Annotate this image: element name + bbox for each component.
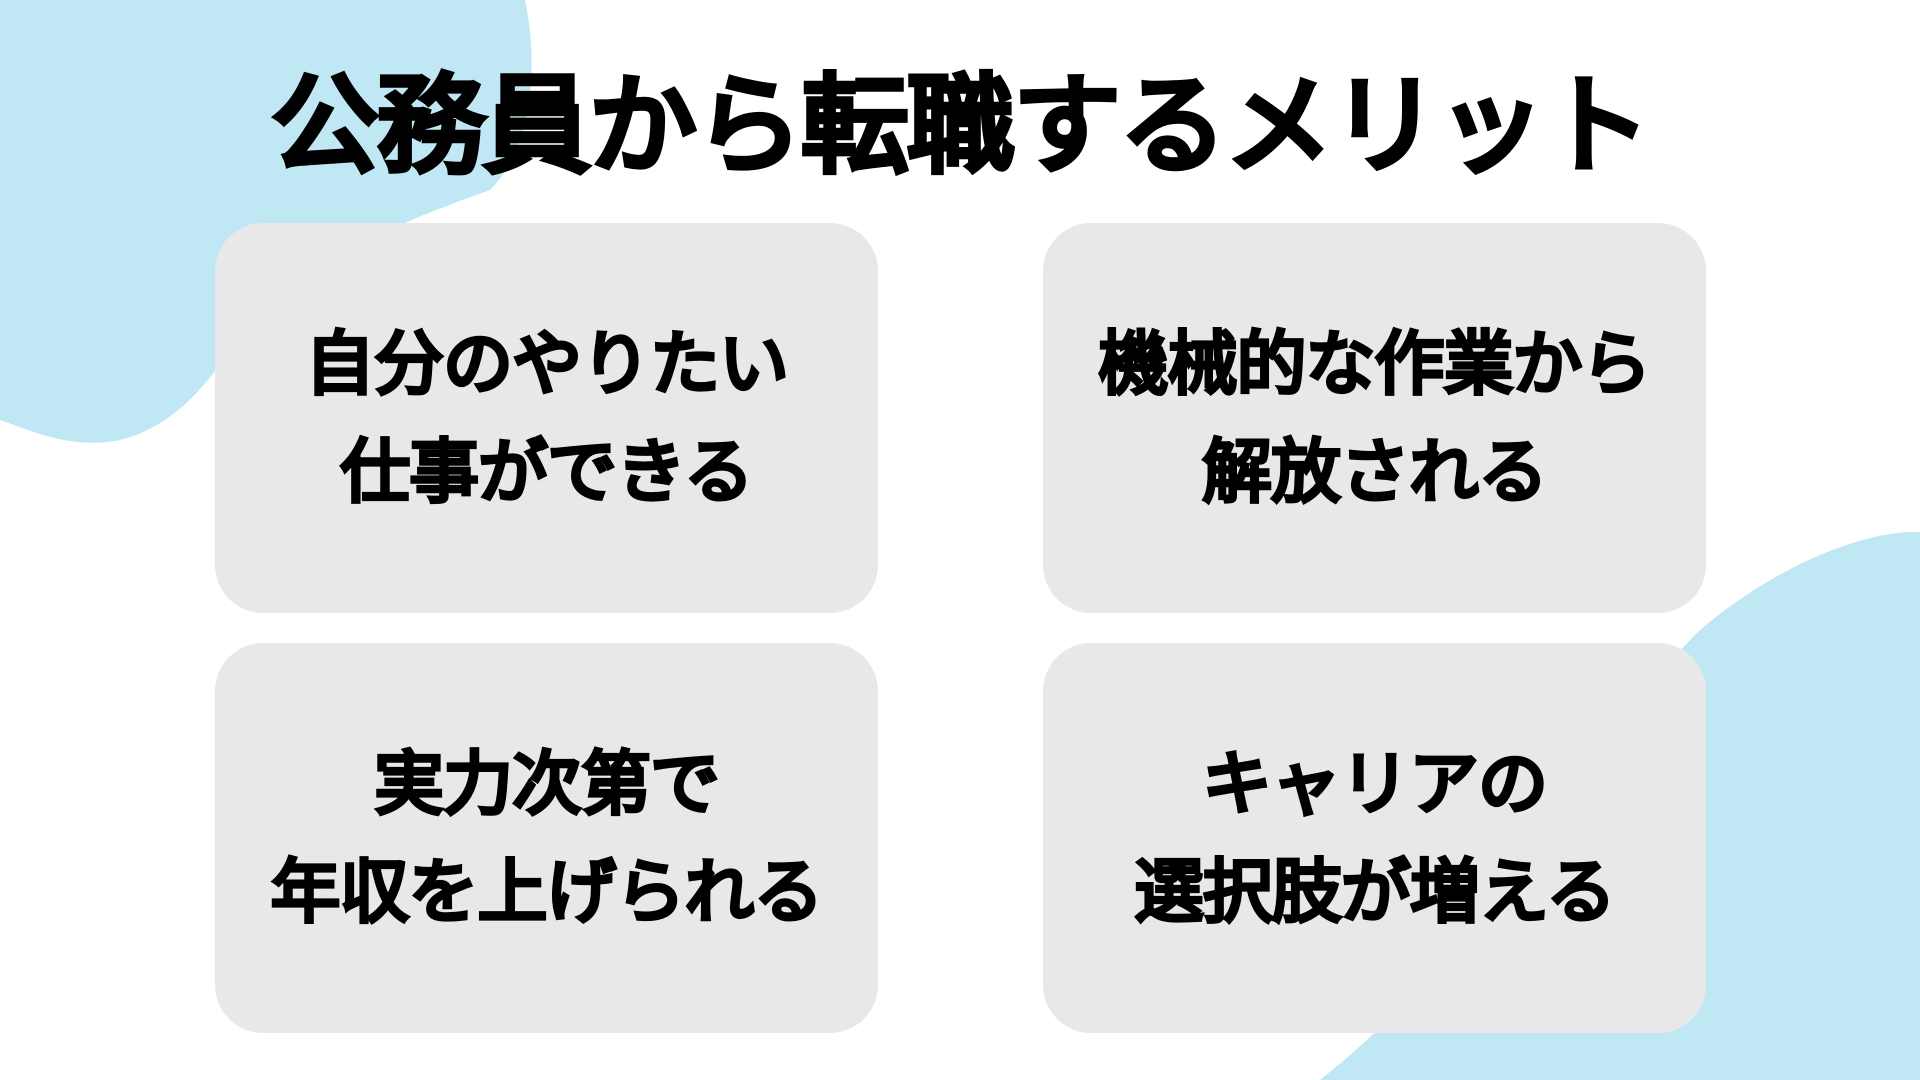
card-line: 機械的な作業から xyxy=(1098,322,1653,406)
card-line: 解放される xyxy=(1201,430,1549,514)
page-title: 公務員から転職するメリット xyxy=(269,63,1652,191)
card-line: 自分のやりたい xyxy=(304,322,790,406)
decorative-blob-top-left xyxy=(0,0,532,443)
card-line: 選択肢が増える xyxy=(1133,850,1617,934)
card-line: 実力次第で xyxy=(373,742,721,826)
card-line: キャリアの xyxy=(1201,742,1549,826)
card-line: 仕事ができる xyxy=(339,430,755,514)
card-line: 年収を上げられる xyxy=(270,850,825,934)
merit-card-4: キャリアの 選択肢が増える xyxy=(1043,643,1706,1033)
merit-card-2: 機械的な作業から 解放される xyxy=(1043,223,1706,613)
merit-card-3: 実力次第で 年収を上げられる xyxy=(215,643,878,1033)
merit-card-1: 自分のやりたい 仕事ができる xyxy=(215,223,878,613)
